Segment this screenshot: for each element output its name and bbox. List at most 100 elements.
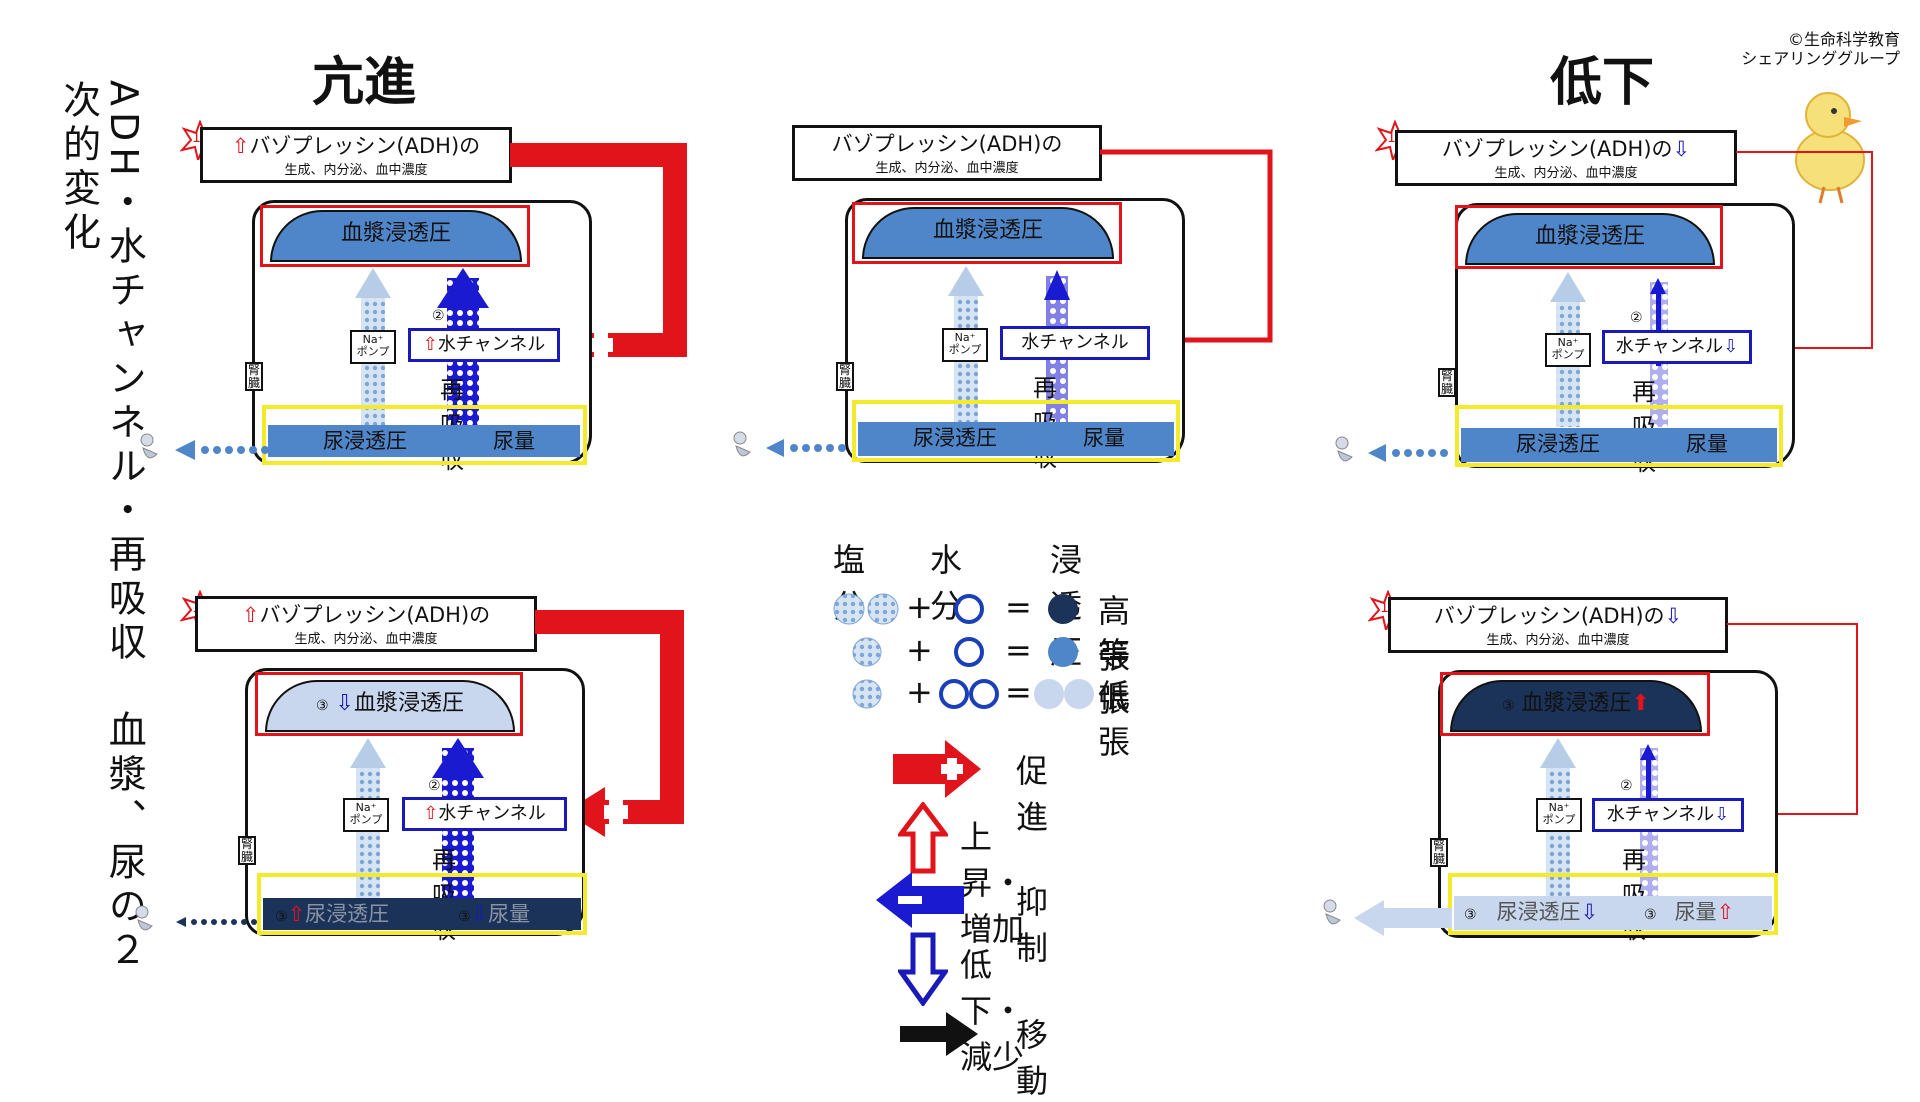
na-pump: Na⁺ ポンプ xyxy=(350,330,396,364)
up-arrow-icon: ⇧ xyxy=(422,334,438,355)
urine-volume: 尿量 xyxy=(1674,900,1717,924)
na-pump: Na⁺ ポンプ xyxy=(1545,333,1591,367)
adh-box: バゾプレッシン(ADH)の 生成、内分泌、血中濃度 xyxy=(792,125,1102,181)
water-channel-box: 水チャンネル⇩ xyxy=(1602,330,1752,364)
urine-frame xyxy=(1455,405,1783,467)
toilet-flow-icon xyxy=(135,905,257,931)
na-pump-label-2: ポンプ xyxy=(948,343,982,357)
renal-label-2: 臓 xyxy=(1440,381,1453,396)
urine-osmolality: 尿浸透圧 xyxy=(1516,432,1600,456)
na-pump-label-1: Na⁺ xyxy=(362,333,384,346)
legend-hypotonic: 低張 xyxy=(1098,677,1131,761)
water-channel-label: 水チャンネル xyxy=(1615,336,1724,357)
urine-band: 尿浸透圧 尿量 xyxy=(858,422,1174,456)
toilet-flow-icon xyxy=(1335,436,1448,462)
urine-frame xyxy=(257,873,587,935)
duck-illustration xyxy=(1795,92,1865,204)
up-arrow-icon: ⇧ xyxy=(241,603,260,627)
na-pump-label-1: Na⁺ xyxy=(954,331,976,344)
water-circle-icon xyxy=(954,594,984,624)
adh-box: バゾプレッシン(ADH)の⇩ 生成、内分泌、血中濃度 xyxy=(1388,597,1728,653)
urine-osmolality: 尿浸透圧 xyxy=(305,902,390,926)
adh-label: バゾプレッシン(ADH)の xyxy=(1433,604,1665,628)
move-arrow-icon xyxy=(900,1012,978,1056)
equals-sign: = xyxy=(1005,673,1032,711)
number-3: ③ xyxy=(1644,907,1657,923)
hypertonic-icon xyxy=(1048,594,1078,624)
renal-label-1: 腎 xyxy=(247,363,260,377)
adh-label: バゾプレッシン(ADH)の xyxy=(249,134,481,158)
water-channel-label: 水チャンネル xyxy=(1606,804,1715,825)
renal-label-2: 臓 xyxy=(1432,851,1445,866)
legend-decrease: 低下・減少 xyxy=(960,946,1025,1076)
legend-isotonic: 等張 xyxy=(1098,635,1131,719)
urine-volume: 尿量 xyxy=(1686,432,1728,456)
adh-label: バゾプレッシン(ADH)の xyxy=(831,132,1063,156)
up-arrow-icon xyxy=(898,802,948,874)
water-channel-label: 水チャンネル xyxy=(437,334,546,355)
water-channel-box: ⇧水チャンネル xyxy=(402,797,567,831)
urine-volume: 尿量 xyxy=(1083,426,1125,450)
down-arrow-icon: ⇩ xyxy=(470,902,489,926)
number-3: ③ xyxy=(1464,907,1477,923)
plasma-label: 血漿浸透圧 xyxy=(353,691,464,716)
plasma-osmolality: 血漿浸透圧 xyxy=(862,207,1114,259)
urine-band: 尿浸透圧 尿量 xyxy=(1461,428,1777,462)
equals-sign: = xyxy=(1005,588,1032,626)
legend-hypertonic: 高張 xyxy=(1098,592,1131,676)
toilet-flow-icon xyxy=(140,433,269,460)
plasma-frame xyxy=(255,672,523,736)
renal-label-2: 臓 xyxy=(247,375,260,390)
number-2: ② xyxy=(1630,310,1643,326)
plasma-osmolality: ③ ⇩血漿浸透圧 xyxy=(265,680,515,732)
plasma-frame xyxy=(260,205,530,267)
adh-sublabel: 生成、内分泌、血中濃度 xyxy=(1494,166,1638,182)
renal-label: 腎 臓 xyxy=(836,362,854,392)
legend-promote: 促進 xyxy=(1016,752,1049,836)
up-arrow-icon: ⇧ xyxy=(287,902,306,926)
plasma-frame xyxy=(1455,205,1723,269)
legend-move: 移動 xyxy=(1016,1016,1049,1100)
down-arrow-icon: ⇩ xyxy=(1723,336,1739,357)
down-arrow-icon: ⇩ xyxy=(1672,137,1691,161)
water-channel-box: ⇧水チャンネル xyxy=(408,328,560,362)
urine-frame xyxy=(852,400,1180,462)
number-3: ③ xyxy=(275,909,288,925)
na-pump-label-2: ポンプ xyxy=(349,813,383,827)
urine-osmolality: 尿浸透圧 xyxy=(1496,900,1581,924)
renal-label: 腎 臓 xyxy=(245,362,263,392)
copyright: ©生命科学教育 シェアリンググループ xyxy=(1700,30,1900,68)
water-channel-label: 水チャンネル xyxy=(1021,332,1129,353)
plus-sign: + xyxy=(906,588,933,626)
water-channel-box: 水チャンネル xyxy=(1000,326,1150,360)
plasma-label: 血漿浸透圧 xyxy=(1521,691,1632,716)
title-increase: 亢進 xyxy=(312,53,417,113)
down-arrow-icon xyxy=(898,932,948,1006)
plus-sign: + xyxy=(906,673,933,711)
isotonic-icon xyxy=(1048,637,1078,667)
number-1: 1 xyxy=(192,130,201,146)
up-arrow-icon: ⬆ xyxy=(1631,691,1650,716)
up-arrow-icon: ⇧ xyxy=(423,803,439,824)
renal-label-2: 臓 xyxy=(838,375,851,390)
up-arrow-icon: ⇧ xyxy=(1716,900,1735,924)
renal-label-2: 臓 xyxy=(240,849,253,864)
legend-inhibit: 抑制 xyxy=(1016,883,1049,967)
adh-box: ⇧バゾプレッシン(ADH)の 生成、内分泌、血中濃度 xyxy=(195,596,537,652)
down-arrow-icon: ⇩ xyxy=(1714,804,1730,825)
number-3: ③ xyxy=(315,698,329,714)
plasma-osmolality: 血漿浸透圧 xyxy=(1465,213,1715,265)
legend-increase: 上昇・増加 xyxy=(960,818,1025,948)
urine-volume: 尿量 xyxy=(488,902,531,926)
toilet-flow-icon xyxy=(1323,899,1452,936)
promote-arrow-icon xyxy=(893,740,981,798)
promote-arrow-icon xyxy=(535,610,684,837)
adh-box: ⇧バゾプレッシン(ADH)の 生成、内分泌、血中濃度 xyxy=(200,127,512,183)
water-channel-label: 水チャンネル xyxy=(438,803,546,824)
adh-label: バゾプレッシン(ADH)の xyxy=(259,603,491,627)
plasma-frame xyxy=(1440,672,1710,736)
urine-volume: 尿量 xyxy=(493,429,535,453)
plasma-osmolality: 血漿浸透圧 xyxy=(270,210,522,262)
number-2: ② xyxy=(432,308,445,324)
